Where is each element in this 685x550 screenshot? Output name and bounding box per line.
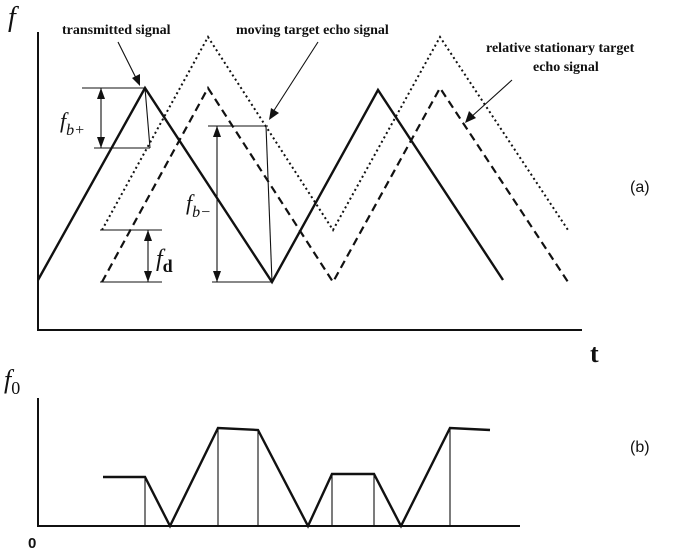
- legend-moving-arrow: [272, 41, 319, 113]
- legend-stationary-label-2: echo signal: [533, 60, 599, 75]
- panel-b-origin-label: 0: [28, 535, 36, 550]
- fb-minus-label: fb−: [186, 190, 211, 221]
- panel-a-y-axis-label: f: [8, 2, 19, 33]
- beat-frequency-droplines: [144, 428, 451, 526]
- legend-moving-label: moving target echo signal: [236, 23, 389, 38]
- panel-a-label: (a): [630, 179, 650, 196]
- fb-minus-marker: [208, 125, 273, 283]
- panel-b: f0 0 (b): [4, 365, 650, 550]
- beat-frequency-line: [103, 426, 491, 529]
- panel-a: f t fb+ fb−: [8, 2, 650, 368]
- fb-plus-label: fb+: [60, 108, 85, 139]
- panel-a-x-axis-label: t: [590, 339, 599, 368]
- legend-stationary-label-1: relative stationary target: [486, 41, 635, 56]
- panel-b-y-axis-label: f0: [4, 365, 20, 398]
- moving-target-echo-line: [101, 35, 569, 232]
- legend-transmitted-label: transmitted signal: [62, 23, 171, 38]
- fb-plus-marker: [82, 87, 151, 149]
- fd-marker: [100, 229, 162, 283]
- fd-label: fd: [156, 246, 173, 276]
- legend-transmitted-arrow: [117, 41, 138, 81]
- panel-b-axes: [37, 398, 520, 527]
- stationary-target-echo-line: [101, 85, 569, 285]
- legend-stationary-arrow: [469, 79, 513, 119]
- panel-a-axes: [37, 32, 582, 331]
- panel-b-label: (b): [630, 439, 650, 456]
